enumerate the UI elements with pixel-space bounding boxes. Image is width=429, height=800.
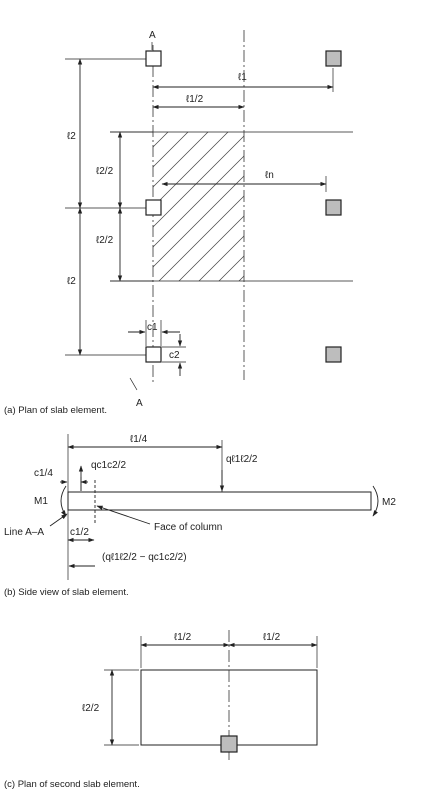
section-label-a-bottom: A — [136, 398, 143, 409]
dim-l2-bottom-label: ℓ2 — [67, 276, 76, 287]
dim-l2-half-top-label: ℓ2/2 — [96, 166, 114, 177]
column-middle-right — [325, 199, 342, 216]
caption-c: (c) Plan of second slab element. — [4, 779, 140, 790]
column-top-right — [325, 50, 342, 67]
moment-m1-label: M1 — [34, 496, 48, 507]
column-bottom-right — [325, 346, 342, 363]
section-label-a-top: A — [149, 30, 156, 41]
dim-c1-label: c1 — [147, 322, 158, 333]
column-middle-left — [145, 199, 162, 216]
dim-l1-label: ℓ1 — [238, 72, 247, 83]
load-column-label: qc1c2/2 — [91, 460, 126, 471]
slab-side-rectangle — [67, 491, 372, 511]
column-bottom-left — [145, 346, 162, 363]
column-top-left — [145, 50, 162, 67]
dim-l2-top-label: ℓ2 — [67, 131, 76, 142]
side-view-of-slab-element: ℓ1/4 qℓ1ℓ2/2 c1/4 qc1c2/2 M1 M2 Line A–A… — [4, 434, 396, 598]
moment-m1-arrow — [60, 485, 67, 517]
shear-formula: (qℓ1ℓ2/2 − qc1c2/2) — [102, 552, 187, 563]
dim-c1-quarter-label: c1/4 — [34, 468, 53, 479]
load-point-label: qℓ1ℓ2/2 — [226, 454, 258, 465]
dim-c2-label: c2 — [169, 350, 180, 361]
dim-l1-half-right-label: ℓ1/2 — [263, 632, 281, 643]
dim-c1-half-label: c1/2 — [70, 527, 89, 538]
plan-of-slab-element: A A ℓ1 ℓ1/2 ℓn ℓ2 ℓ2 ℓ2/2 ℓ2/2 — [4, 30, 353, 416]
caption-b: (b) Side view of slab element. — [4, 587, 129, 598]
dim-ln-label: ℓn — [265, 170, 274, 181]
plan-of-second-slab-element: ℓ1/2 ℓ1/2 ℓ2/2 (c) Plan of second slab e… — [4, 630, 318, 790]
dim-l2-half-bottom-label: ℓ2/2 — [96, 235, 114, 246]
dim-l1-half-left-label: ℓ1/2 — [174, 632, 192, 643]
hatched-slab-region — [153, 132, 244, 281]
moment-m2-label: M2 — [382, 497, 396, 508]
dim-l1-half-label: ℓ1/2 — [186, 94, 204, 105]
dim-l2-half-label: ℓ2/2 — [82, 703, 100, 714]
column-second-slab — [220, 735, 238, 753]
line-a-a-label: Line A–A — [4, 527, 44, 538]
dim-l1-quarter-label: ℓ1/4 — [130, 434, 148, 445]
face-of-column-label: Face of column — [154, 522, 222, 533]
moment-m2-arrow — [372, 485, 379, 517]
caption-a: (a) Plan of slab element. — [4, 405, 107, 416]
